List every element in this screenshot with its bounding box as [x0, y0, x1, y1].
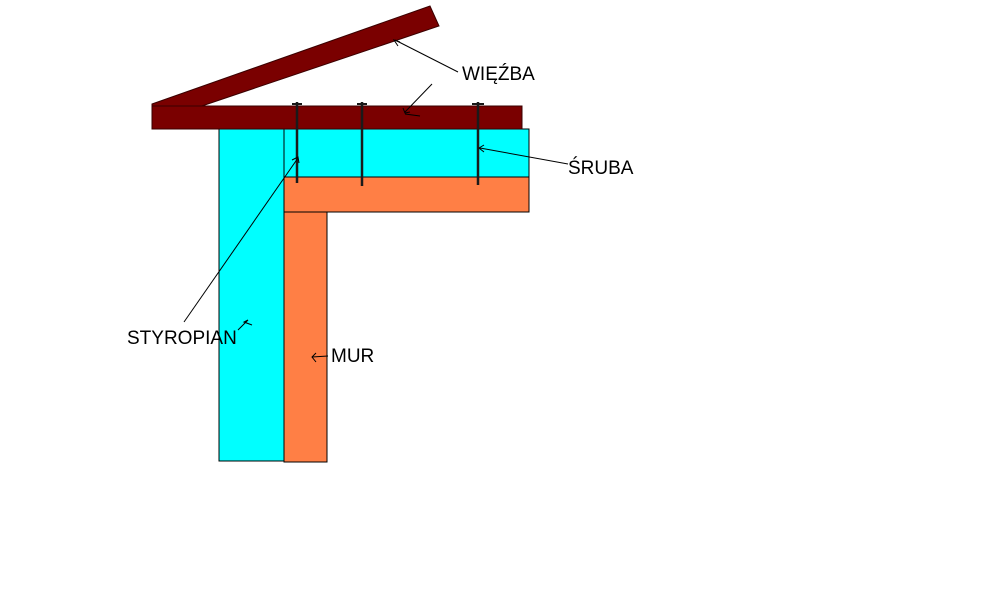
- leader-line-styropian: [183, 156, 300, 331]
- insulation-vertical: [218, 128, 285, 462]
- screw: [292, 102, 302, 183]
- insulation-horizontal: [283, 128, 530, 178]
- leader-line-wiezba: [392, 39, 459, 117]
- label-styropian: STYROPIAN: [127, 328, 237, 349]
- label-mur: MUR: [331, 346, 374, 367]
- screw: [357, 102, 367, 186]
- leader-line-sruba: [478, 144, 569, 165]
- wall-vertical: [283, 211, 328, 463]
- leader-line-mur: [311, 352, 329, 363]
- label-wiezba: WIĘŹBA: [462, 64, 535, 85]
- horizontal-beam: [151, 105, 523, 130]
- sloped-rafter: [151, 5, 440, 113]
- wall-horizontal: [283, 176, 530, 213]
- screw: [472, 102, 484, 185]
- label-sruba: ŚRUBA: [568, 157, 634, 179]
